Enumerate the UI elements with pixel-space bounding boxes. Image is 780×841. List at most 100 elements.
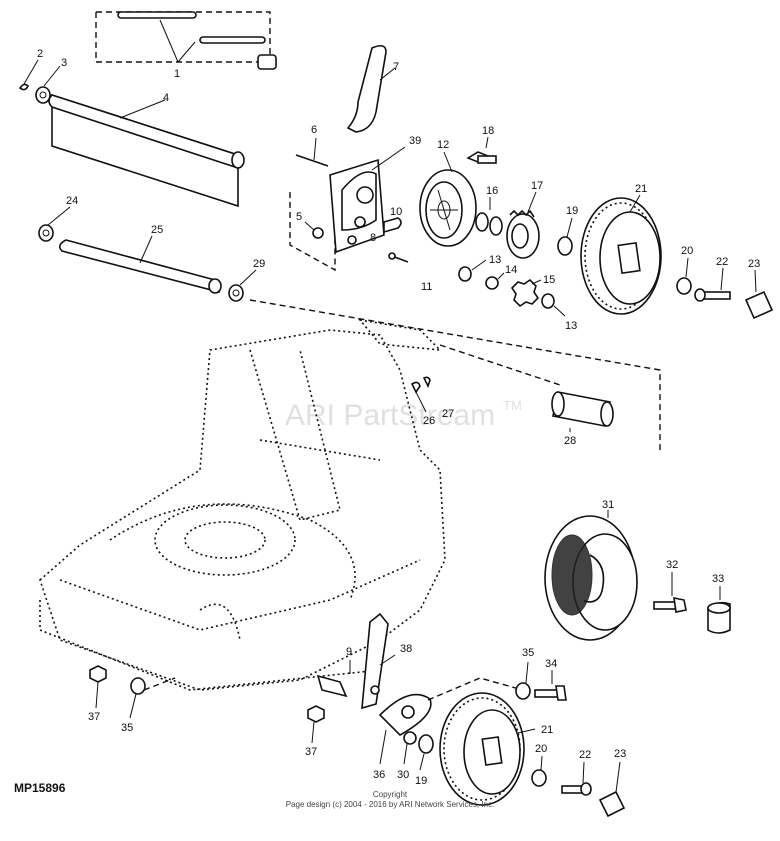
part-20-nut-bottom[interactable] <box>531 755 547 787</box>
part-7-height-lever[interactable] <box>346 44 396 133</box>
callout-17: 17 <box>531 180 543 192</box>
front-axle-assembly-guide <box>427 677 531 701</box>
part-37-nut-left[interactable] <box>89 665 107 709</box>
callout-15: 15 <box>543 274 555 286</box>
callout-23-a: 23 <box>748 258 760 270</box>
diagram-code: MP15896 <box>14 781 66 795</box>
callout-38: 38 <box>400 643 412 655</box>
part-8-spring[interactable] <box>347 235 357 245</box>
callout-21-a: 21 <box>635 183 647 195</box>
part-30-bushing[interactable] <box>403 731 417 765</box>
callout-7: 7 <box>393 61 399 73</box>
part-32-wheel-bolt[interactable] <box>653 572 687 613</box>
part-21-rear-wheel-bottom[interactable] <box>439 692 536 806</box>
callout-35-a: 35 <box>522 647 534 659</box>
part-36-plate[interactable] <box>378 693 432 765</box>
part-12-gear-cover[interactable] <box>419 151 477 247</box>
callout-35-b: 35 <box>121 722 133 734</box>
part-13-spacer-b[interactable] <box>541 293 566 317</box>
part-10-bushing[interactable] <box>383 217 402 234</box>
callout-30: 30 <box>397 769 409 781</box>
part-3-washer[interactable] <box>35 65 61 104</box>
copyright-line-2: Page design (c) 2004 - 2016 by ARI Netwo… <box>285 800 495 809</box>
part-29-washer[interactable] <box>228 269 257 302</box>
callout-3: 3 <box>61 57 67 69</box>
part-17-drive-gear[interactable] <box>506 191 540 259</box>
callout-13-a: 13 <box>489 254 501 266</box>
part-19-washer-top[interactable] <box>557 217 573 256</box>
part-2-cotter-pin[interactable] <box>18 59 39 91</box>
callout-16: 16 <box>486 185 498 197</box>
part-1-axle-rods[interactable] <box>95 11 277 70</box>
callout-18: 18 <box>482 125 494 137</box>
part-19-washer-bottom[interactable] <box>418 734 434 771</box>
callout-13-c: 13 <box>565 320 577 332</box>
callout-11: 11 <box>421 281 432 293</box>
callout-39: 39 <box>409 135 421 147</box>
part-28-axle-bushing[interactable] <box>551 391 614 432</box>
part-34-bolt[interactable] <box>534 670 567 701</box>
part-35-washer-right[interactable] <box>515 661 531 700</box>
callout-31: 31 <box>602 499 614 511</box>
callout-28: 28 <box>564 435 576 447</box>
callout-12: 12 <box>437 139 449 151</box>
part-37-nut-center[interactable] <box>307 705 325 744</box>
callout-32: 32 <box>666 559 678 571</box>
callout-37-a: 37 <box>88 711 100 723</box>
part-25-rear-axle-tube[interactable] <box>58 235 222 294</box>
callout-19-a: 19 <box>566 205 578 217</box>
part-5-bolt[interactable] <box>304 221 324 239</box>
part-4-rear-flap[interactable] <box>48 93 245 208</box>
callout-6: 6 <box>311 124 317 136</box>
callout-22-b: 22 <box>579 749 591 761</box>
part-13-spacer-a[interactable] <box>458 259 487 282</box>
callout-21-b: 21 <box>541 724 553 736</box>
callout-24: 24 <box>66 195 78 207</box>
callout-5: 5 <box>296 211 302 223</box>
part-22-bolt-top[interactable] <box>694 267 731 302</box>
part-18-bolt[interactable] <box>466 136 497 164</box>
callout-22-a: 22 <box>716 256 728 268</box>
callout-26: 26 <box>423 415 435 427</box>
callout-8: 8 <box>370 232 376 244</box>
part-14-washer[interactable] <box>485 272 505 290</box>
callout-34: 34 <box>545 658 557 670</box>
callout-14: 14 <box>505 264 517 276</box>
part-24-washer[interactable] <box>38 206 71 242</box>
callout-labels: 1 2 3 4 5 6 7 8 9 10 11 12 13 14 15 16 1… <box>37 48 760 787</box>
copyright-notice: Copyright Page design (c) 2004 - 2016 by… <box>0 790 780 810</box>
callout-20-a: 20 <box>681 245 693 257</box>
part-31-front-wheel[interactable] <box>544 510 638 641</box>
callout-9: 9 <box>346 646 352 658</box>
callout-19-b: 19 <box>415 775 427 787</box>
callout-1: 1 <box>174 68 180 80</box>
callout-4: 4 <box>163 92 169 104</box>
watermark-text: ARI PartStream <box>285 399 495 432</box>
part-15-pinion[interactable] <box>510 278 542 308</box>
part-16-washers[interactable] <box>475 197 503 236</box>
part-11-screw[interactable] <box>388 252 409 263</box>
watermark-trademark: TM <box>503 398 522 413</box>
callout-27: 27 <box>442 408 454 420</box>
callout-33: 33 <box>712 573 724 585</box>
part-33-hub-cap[interactable] <box>707 586 731 634</box>
part-20-nut-top[interactable] <box>676 257 692 295</box>
part-6-spring-pin[interactable] <box>295 137 329 167</box>
part-22-bolt-bottom[interactable] <box>561 761 592 796</box>
part-9-pivot[interactable] <box>316 660 351 698</box>
mower-deck-outline <box>39 318 446 691</box>
part-21-rear-wheel-top[interactable] <box>580 194 662 315</box>
part-38-height-lever-front[interactable] <box>361 612 396 710</box>
callout-2: 2 <box>37 48 43 60</box>
part-23-hubcap-bottom[interactable] <box>598 761 626 818</box>
callout-23-b: 23 <box>614 748 626 760</box>
part-39-height-bracket[interactable] <box>289 146 406 272</box>
callout-20-b: 20 <box>535 743 547 755</box>
part-35-washer-left[interactable] <box>129 677 176 719</box>
callout-25: 25 <box>151 224 163 236</box>
part-26-27-clip[interactable] <box>410 376 431 413</box>
callout-29: 29 <box>253 258 265 270</box>
copyright-line-1: Copyright <box>372 790 408 799</box>
part-23-hubcap-top[interactable] <box>744 269 774 320</box>
